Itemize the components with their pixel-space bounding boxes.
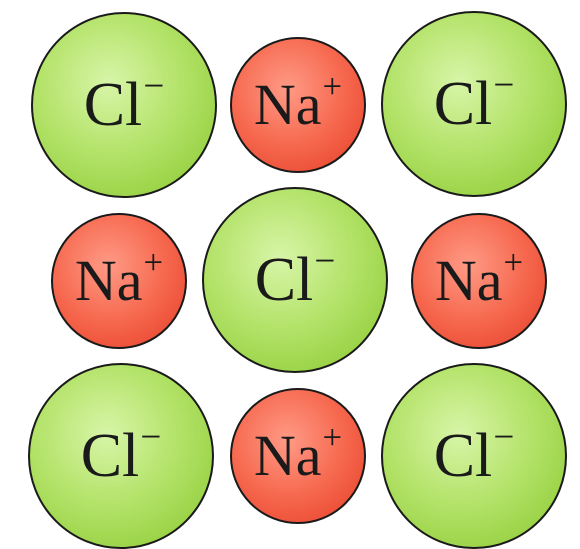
ion-symbol: Cl: [433, 422, 493, 490]
ion-symbol: Cl: [254, 246, 314, 314]
ion-symbol: Na: [74, 248, 143, 313]
chloride-ion: Cl−: [28, 363, 214, 549]
ion-charge: +: [143, 243, 164, 283]
ion-charge: +: [503, 243, 524, 283]
sodium-ion: Na+: [411, 213, 547, 349]
ion-symbol: Na: [434, 248, 503, 313]
chloride-ion: Cl−: [381, 11, 567, 197]
ion-symbol: Na: [253, 72, 322, 137]
sodium-ion: Na+: [51, 213, 187, 349]
ion-charge: −: [314, 240, 336, 282]
ion-charge: +: [322, 418, 343, 458]
ion-symbol: Cl: [83, 71, 143, 139]
ion-charge: −: [493, 416, 515, 458]
sodium-ion: Na+: [230, 388, 366, 524]
chloride-ion: Cl−: [31, 12, 217, 198]
chloride-ion: Cl−: [381, 363, 567, 549]
sodium-ion: Na+: [230, 37, 366, 173]
chloride-ion: Cl−: [202, 187, 388, 373]
ion-symbol: Cl: [80, 422, 140, 490]
ion-charge: −: [493, 64, 515, 106]
ion-charge: +: [322, 67, 343, 107]
ion-symbol: Cl: [433, 70, 493, 138]
ion-symbol: Na: [253, 423, 322, 488]
ion-charge: −: [140, 416, 162, 458]
ion-charge: −: [143, 65, 165, 107]
